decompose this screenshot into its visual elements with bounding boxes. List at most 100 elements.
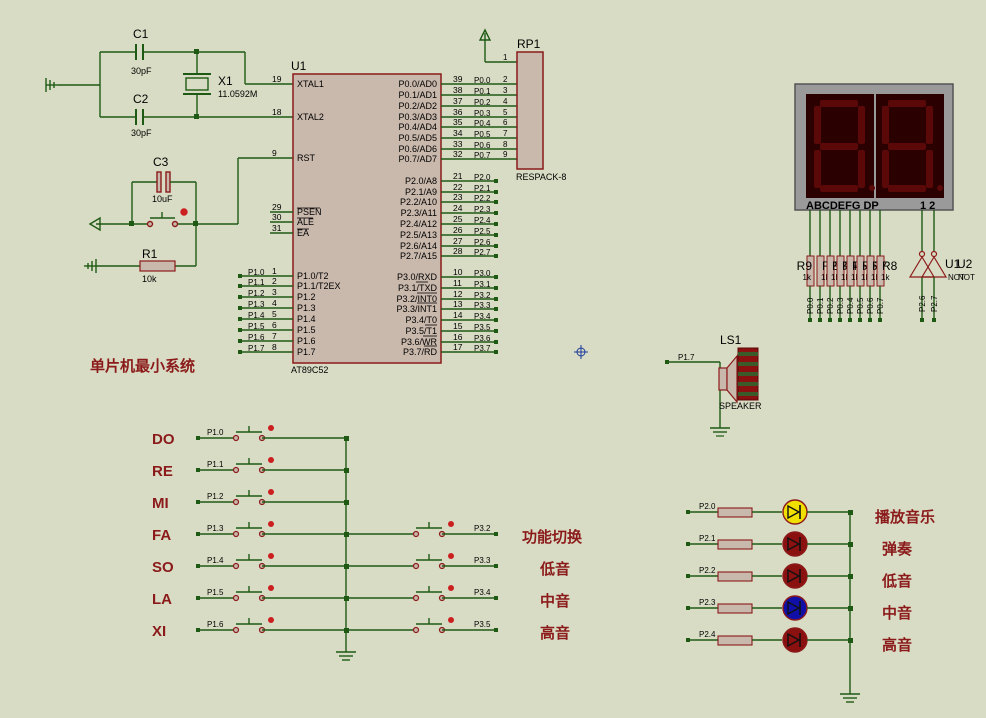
mcu-net-label: P0.4 xyxy=(474,119,491,128)
switch-contact xyxy=(232,594,240,602)
segment xyxy=(858,150,865,188)
mcu-net-label: P3.1 xyxy=(474,280,491,289)
resistor-ref: R8 xyxy=(882,259,898,273)
net-terminal xyxy=(238,306,242,310)
mcu-net-label: P2.1 xyxy=(474,184,491,193)
mcu-pin-name: XTAL1 xyxy=(297,79,324,89)
led-diode-icon xyxy=(787,504,801,520)
inverter-net: P2.7 xyxy=(930,295,939,312)
mcu-pin-name: P3.7/RD xyxy=(403,347,438,357)
rp1-body xyxy=(516,51,544,170)
note-bus xyxy=(336,438,356,661)
resistor-net: P0.7 xyxy=(876,297,885,314)
resistor-net: P0.4 xyxy=(846,297,855,314)
speaker-part: SPEAKER xyxy=(719,401,762,411)
led-label: 弹奏 xyxy=(882,540,913,558)
switch-contact xyxy=(232,498,240,506)
mcu-pin-number: 37 xyxy=(453,96,463,106)
note-label: RE xyxy=(152,463,173,480)
segment xyxy=(820,100,858,107)
cursor-crosshair-icon xyxy=(574,345,588,359)
net-terminal xyxy=(494,307,498,311)
function-net: P3.2 xyxy=(474,524,491,533)
rp1-part: RESPACK-8 xyxy=(516,172,566,182)
resistor-net: P0.0 xyxy=(806,297,815,314)
mcu-net-label: P1.6 xyxy=(248,333,265,342)
mcu-net-label: P0.1 xyxy=(474,87,491,96)
mcu-pin-number: 22 xyxy=(453,182,463,192)
mcu-net-label: P2.6 xyxy=(474,238,491,247)
segment xyxy=(888,100,926,107)
net-terminal xyxy=(686,510,690,514)
net-terminal xyxy=(238,339,242,343)
mcu-net-label: P3.3 xyxy=(474,301,491,310)
led-diode-icon xyxy=(787,568,801,584)
net-terminal xyxy=(238,295,242,299)
net-terminal xyxy=(196,596,200,600)
switch-indicator-icon xyxy=(448,521,454,527)
mcu-pin-number: 10 xyxy=(453,267,463,277)
speaker-net: P1.7 xyxy=(678,353,695,362)
mcu-pin-name: P3.0/RXD xyxy=(397,272,438,282)
mcu-net-label: P0.7 xyxy=(474,151,491,160)
net-terminal xyxy=(494,318,498,322)
resistor-array: R91kP0.0R21kP0.1R31kP0.2R41kP0.3R51kP0.4… xyxy=(797,210,898,322)
resistor-value: 1k xyxy=(831,273,840,282)
led-net: P2.1 xyxy=(699,534,716,543)
switch-contact xyxy=(232,434,240,442)
speaker-ref: LS1 xyxy=(720,333,742,347)
segment xyxy=(820,185,858,192)
net-terminal xyxy=(494,596,498,600)
switch-contact xyxy=(412,562,420,570)
segment xyxy=(858,106,865,144)
switch-indicator-icon xyxy=(448,553,454,559)
switch-indicator-icon xyxy=(268,521,274,527)
mcu-pin-number: 32 xyxy=(453,149,463,159)
mcu-net-label: P2.4 xyxy=(474,216,491,225)
note-label: XI xyxy=(152,623,166,640)
mcu-net-label: P0.3 xyxy=(474,109,491,118)
mcu-pin-number: 25 xyxy=(453,214,463,224)
mcu-pin-name: P2.3/A11 xyxy=(401,208,437,218)
switch-contact xyxy=(412,530,420,538)
mcu-net-label: P1.5 xyxy=(248,322,265,331)
net-terminal xyxy=(196,436,200,440)
resistor-value: 1k xyxy=(871,273,880,282)
switch-contact xyxy=(412,626,420,634)
net-terminal xyxy=(494,297,498,301)
net-terminal xyxy=(878,318,882,322)
led-icon xyxy=(782,531,808,557)
mcu-net-label: P2.3 xyxy=(474,205,491,214)
mcu-pin-number: 14 xyxy=(453,310,463,320)
net-terminal xyxy=(932,318,936,322)
note-net: P1.3 xyxy=(207,524,224,533)
switch-indicator-icon xyxy=(268,489,274,495)
mcu-net-label: P0.6 xyxy=(474,141,491,150)
display-segment-label: ABCDEFG DP xyxy=(806,200,879,212)
mcu-net-label: P1.7 xyxy=(248,344,265,353)
led-label: 低音 xyxy=(881,572,912,590)
mcu-pin-name: P0.4/AD4 xyxy=(398,122,437,132)
mcu-pin-number: 29 xyxy=(272,202,282,212)
mcu-pin-number: 26 xyxy=(453,225,463,235)
mcu-pin-name: P1.2 xyxy=(297,292,316,302)
resistor-value: 1k xyxy=(881,273,890,282)
mcu-pin-name: P1.6 xyxy=(297,336,316,346)
mcu-net-label: P1.0 xyxy=(248,268,265,277)
led-bus xyxy=(840,512,860,703)
net-terminal xyxy=(494,244,498,248)
mcu-net-label: P0.2 xyxy=(474,98,491,107)
rp1-pin-number: 2 xyxy=(503,75,508,84)
net-terminal xyxy=(808,318,812,322)
rp1-section xyxy=(484,33,517,63)
switch-indicator-icon xyxy=(268,617,274,623)
led-diode-icon xyxy=(787,632,801,648)
inverter-net: P2.6 xyxy=(918,295,927,312)
speaker-section xyxy=(665,347,759,437)
led-resistor-body xyxy=(717,603,753,614)
net-terminal xyxy=(196,532,200,536)
mcu-pin-number: 13 xyxy=(453,299,463,309)
mcu-pin-name: P3.5/T1 xyxy=(405,326,437,336)
